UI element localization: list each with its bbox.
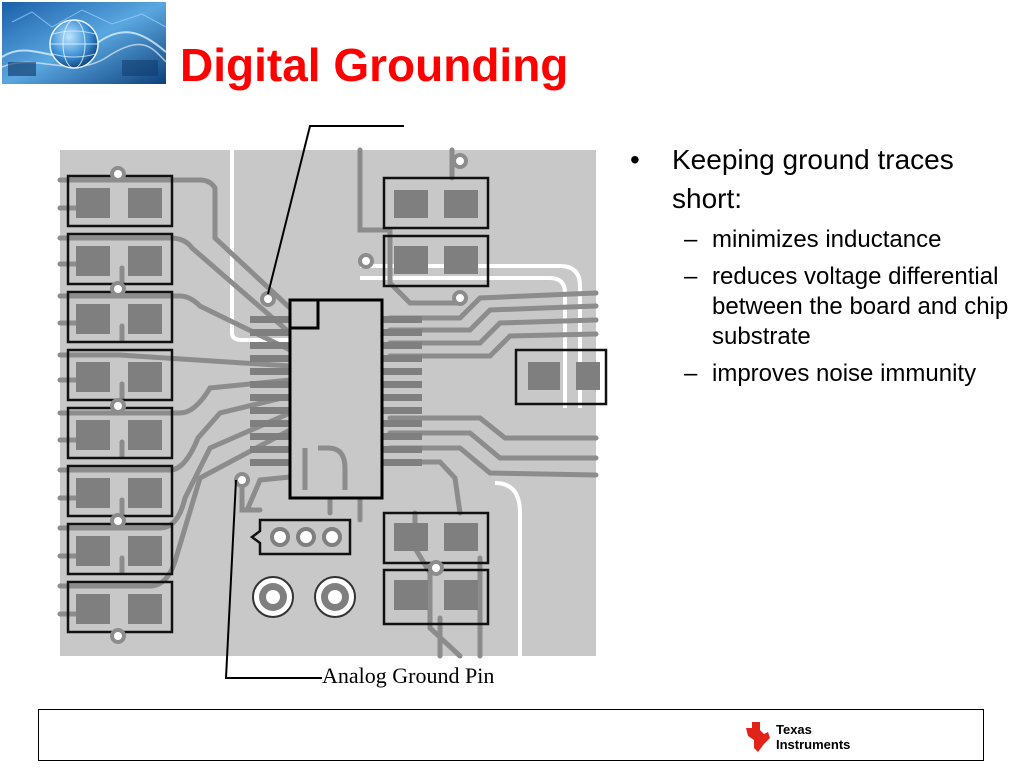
bullet-list: • Keeping ground traces short: – minimiz… <box>630 140 1022 389</box>
analog-ground-pin-label: Analog Ground Pin <box>322 663 495 688</box>
sub-bullet-noise: – improves noise immunity <box>630 359 1022 389</box>
bullet-main-text: Keeping ground traces short: <box>672 144 954 214</box>
sub-bullet-text: improves noise immunity <box>712 360 977 387</box>
pcb-layout-diagram <box>57 125 608 679</box>
sub-bullet-marker: – <box>684 226 698 253</box>
bullet-marker: • <box>630 144 640 175</box>
slide-title: Digital Grounding <box>180 39 569 91</box>
sub-bullet-text: reduces voltage differential between the… <box>712 263 1009 350</box>
sub-bullet-inductance: – minimizes inductance <box>630 225 1022 255</box>
brand-line2: Instruments <box>776 737 850 752</box>
footer-bar <box>38 709 984 761</box>
sub-bullet-marker: – <box>684 360 698 387</box>
sub-bullet-voltage: – reduces voltage differential between t… <box>630 262 1022 352</box>
texas-instruments-logo-icon: Texas Instruments <box>746 722 850 752</box>
globe-logo-icon <box>2 2 166 84</box>
bullet-main: • Keeping ground traces short: <box>630 140 1022 218</box>
brand-line1: Texas <box>776 722 812 737</box>
sub-bullet-marker: – <box>684 263 698 290</box>
sub-bullet-text: minimizes inductance <box>712 226 942 253</box>
